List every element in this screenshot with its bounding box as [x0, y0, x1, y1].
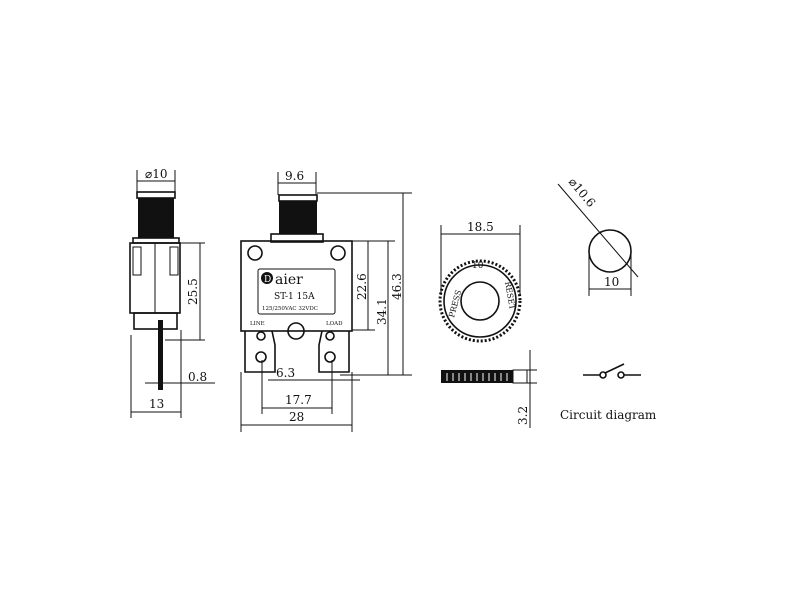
circuit-label: Circuit diagram [560, 408, 657, 422]
front-view: D aier ST-1 15A 125/250VAC 32VDC LINE LO… [240, 169, 412, 432]
front-body [240, 240, 353, 332]
rating-text: 125/250VAC 32VDC [262, 306, 318, 312]
logo-icon [261, 272, 273, 284]
side-pin-dim: 0.8 [188, 370, 207, 384]
circuit-diagram: Circuit diagram [560, 363, 657, 422]
terminal-spacing-dim: 17.7 [285, 393, 312, 407]
body-terminal-height-dim: 34.1 [375, 298, 389, 325]
hole-diameter-dim: ⌀10.6 [566, 175, 599, 210]
side-view: ⌀10 25.5 0.8 13 [129, 167, 215, 418]
nut-view: 10 PRESS RESET 18.5 3.2 [438, 220, 537, 428]
line-terminal [244, 330, 276, 373]
nut-diameter-dim: 18.5 [467, 220, 494, 234]
label-plate [257, 268, 336, 315]
svg-text:D: D [264, 275, 271, 285]
line-label: LINE [250, 321, 265, 327]
model-text: ST-1 15A [274, 292, 315, 302]
pin [158, 320, 163, 390]
hole-width-dim: 10 [604, 275, 619, 289]
nut-top-text: 10 [472, 261, 484, 271]
brand-text: aier [275, 272, 303, 288]
width-dim: 28 [289, 410, 304, 424]
nut-right-text: RESET [503, 281, 517, 311]
terminal-width-dim: 6.3 [276, 366, 295, 380]
side-width-dim: 13 [149, 397, 164, 411]
threaded-button [138, 198, 174, 238]
mounting-hole-view: ⌀10.6 10 [557, 175, 639, 296]
side-diameter-dim: ⌀10 [145, 167, 168, 181]
total-height-dim: 46.3 [390, 273, 404, 300]
load-terminal [318, 330, 350, 373]
front-button [279, 201, 317, 234]
side-height-dim: 25.5 [186, 278, 200, 305]
nut-thickness-dim: 3.2 [516, 406, 530, 425]
body-height-dim: 22.6 [355, 273, 369, 300]
load-label: LOAD [326, 321, 343, 327]
button-width-dim: 9.6 [285, 169, 304, 183]
